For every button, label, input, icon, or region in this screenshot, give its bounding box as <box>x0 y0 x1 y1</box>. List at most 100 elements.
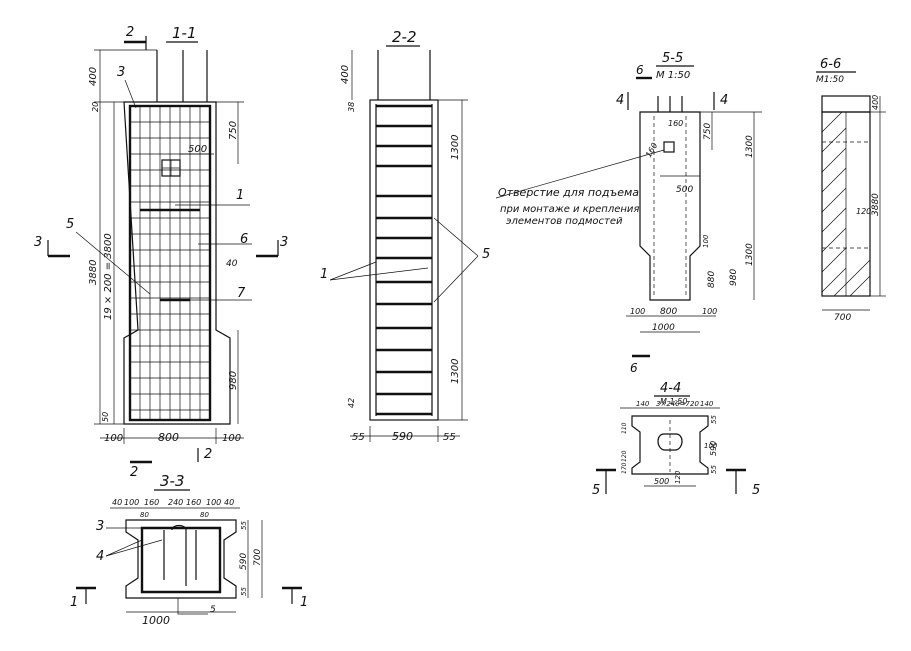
section-1-1: 1-1 2 <box>34 24 288 480</box>
callout-3: 3 <box>117 65 125 80</box>
dim-1300: 1300 <box>745 135 755 158</box>
cut-label: 5 <box>752 483 760 498</box>
callout-1: 1 <box>236 188 244 203</box>
callout-3: 3 <box>96 519 104 534</box>
hatching <box>821 111 871 297</box>
dim-590: 590 <box>709 441 718 456</box>
section-3-3-title: 3-3 <box>160 472 185 490</box>
stirrups <box>376 104 432 416</box>
dim-100: 100 <box>206 498 221 507</box>
dim-55: 55 <box>443 432 456 443</box>
dim-80: 80 <box>140 511 149 519</box>
section-outline <box>631 415 709 475</box>
dim-700: 700 <box>834 313 851 323</box>
dim-140: 140 <box>636 400 650 408</box>
leader <box>329 261 377 281</box>
dim-55: 55 <box>352 432 365 443</box>
dim-100: 100 <box>630 307 645 316</box>
dim-120: 120 <box>621 450 628 462</box>
note-line-3: элементов подмостей <box>506 216 623 227</box>
callout-6: 6 <box>240 232 248 247</box>
dim-40: 40 <box>224 498 234 507</box>
dim-120: 120 <box>674 470 682 484</box>
dim-100: 100 <box>104 433 123 444</box>
rebar-hooks <box>163 524 197 586</box>
dim-240: 240 <box>168 498 183 507</box>
section-3-3: 3-3 5 3 4 40 100 160 240 160 100 40 80 8… <box>70 472 308 627</box>
leader <box>75 231 151 295</box>
dim-160: 160 <box>186 498 201 507</box>
dim-1000: 1000 <box>142 614 170 627</box>
cage-grid <box>130 106 210 420</box>
dim-55: 55 <box>710 465 718 474</box>
dim-400: 400 <box>88 67 99 86</box>
scale-label: М 1:50 <box>656 70 690 81</box>
section-1-1-title: 1-1 <box>172 24 197 42</box>
section-6-6: 6-6 М1:50 400 3880 120 700 <box>816 57 886 323</box>
note-line-1: Отверстие для подъема <box>498 186 639 199</box>
cut-label: 4 <box>720 93 728 108</box>
hole-profile <box>657 433 683 451</box>
cut-label: 2 <box>204 447 212 462</box>
dim-100: 100 <box>702 234 710 248</box>
scale-label: М 1:50 <box>660 397 687 406</box>
dim-55: 55 <box>710 415 718 424</box>
leader <box>433 217 479 257</box>
cut-label: 6 <box>630 361 638 375</box>
dim-40: 40 <box>112 498 122 507</box>
section-2-2-title: 2-2 <box>392 28 417 46</box>
cut-label: 1 <box>70 595 78 610</box>
cut-label: 1 <box>300 595 308 610</box>
dim-42: 42 <box>347 398 356 408</box>
note-leader <box>495 149 665 199</box>
dim-500: 500 <box>654 477 669 486</box>
dim-100: 100 <box>704 442 718 450</box>
cut-label: 5 <box>592 483 600 498</box>
column-top <box>821 95 871 113</box>
column-outline <box>123 101 231 425</box>
dim-400: 400 <box>340 65 351 84</box>
dim-980: 980 <box>228 371 239 390</box>
callout-7: 7 <box>237 286 246 301</box>
dim-140: 140 <box>700 400 714 408</box>
dim-38: 38 <box>347 102 356 112</box>
callout-4: 4 <box>96 549 104 564</box>
leader <box>124 79 137 109</box>
dim-500: 500 <box>676 185 693 195</box>
dim-1300: 1300 <box>450 359 461 384</box>
dim-80: 80 <box>200 511 209 519</box>
column-outline <box>369 99 439 421</box>
dim-750: 750 <box>228 121 239 140</box>
dim-590: 590 <box>239 553 249 570</box>
cut-label: 2 <box>126 25 134 40</box>
dim-1300: 1300 <box>450 135 461 160</box>
dim-100: 100 <box>702 307 717 316</box>
cut-label: 6 <box>636 63 644 77</box>
dim-55: 55 <box>240 587 248 596</box>
section-outline <box>125 519 237 599</box>
leader <box>105 539 163 557</box>
cut-label: 2 <box>130 465 138 480</box>
callout-1: 1 <box>320 267 328 282</box>
dim-hole: 500 <box>188 144 207 155</box>
cut-label: 3 <box>34 235 42 250</box>
dim-750: 750 <box>703 123 713 140</box>
dim-100: 100 <box>124 498 139 507</box>
dim-700: 700 <box>253 549 263 566</box>
scale-label: М1:50 <box>816 75 844 85</box>
note-line-2: при монтаже и крепления <box>500 204 639 215</box>
section-4-4: 4-4 М 1:50 140 3×240=720 140 55 590 55 1… <box>592 381 760 498</box>
lifting-hole <box>663 141 675 153</box>
dim-980: 980 <box>729 269 739 286</box>
cut-label: 4 <box>616 93 624 108</box>
callout-5: 5 <box>482 247 490 262</box>
dim-590: 590 <box>392 430 413 443</box>
dim-1300: 1300 <box>745 243 755 266</box>
dim-100: 100 <box>222 433 241 444</box>
section-4-4-title: 4-4 <box>660 381 681 396</box>
leader <box>105 539 143 557</box>
callout-5: 5 <box>66 217 74 232</box>
dim-400: 400 <box>871 95 880 110</box>
